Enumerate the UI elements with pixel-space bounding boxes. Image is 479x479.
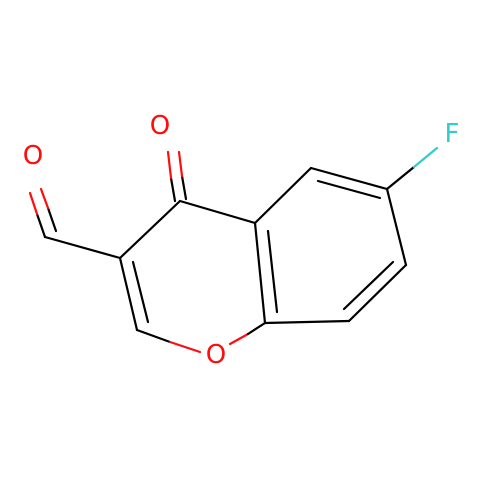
bond-c3-cho <box>43 235 122 260</box>
fluorine-label: F <box>445 119 460 149</box>
bond-c5-c6-inner <box>316 179 382 200</box>
bond-c7-c8 <box>347 263 408 323</box>
bonds <box>28 146 439 354</box>
bond-c7-c8-inner <box>342 260 395 311</box>
bond-c2-c3-inner <box>131 260 150 324</box>
bond-c8a-c4a-inner <box>266 229 279 314</box>
ring-oxygen-label: O <box>206 340 226 370</box>
bond-c3-c4 <box>118 199 182 260</box>
bond-c6-c7 <box>385 187 408 267</box>
bond-c5-c6 <box>309 166 389 191</box>
bond-c8a-c4a <box>253 221 267 325</box>
bond-c4-c4a <box>178 199 257 225</box>
bond-c2-o1-red <box>168 340 202 354</box>
aldehyde-oxygen-label: O <box>23 141 43 171</box>
atom-labels: O O O F <box>23 111 460 370</box>
bond-cho-o-black-1 <box>35 212 47 239</box>
bond-c4-o-red-2 <box>177 150 184 178</box>
bond-o1-c8a-black <box>246 321 267 336</box>
bond-c4-o-black-1 <box>169 176 177 203</box>
bond-c4a-c5 <box>253 166 313 225</box>
bond-o1-c8a-red <box>228 332 250 346</box>
bond-c8-c8a <box>263 319 351 325</box>
bond-c2-o1-black <box>135 328 172 344</box>
bond-c6-f-cyan <box>412 146 439 169</box>
bond-c4-o-red-1 <box>166 150 173 180</box>
bond-c4-o-black-2 <box>180 174 188 201</box>
bond-c2-c3 <box>118 256 139 332</box>
bond-cho-o-red-1 <box>28 191 39 216</box>
bond-cho-o-red-2 <box>39 187 50 210</box>
ketone-oxygen-label: O <box>150 111 170 141</box>
bond-c6-f-black <box>385 165 416 191</box>
bond-cho-o-black-2 <box>46 206 58 233</box>
